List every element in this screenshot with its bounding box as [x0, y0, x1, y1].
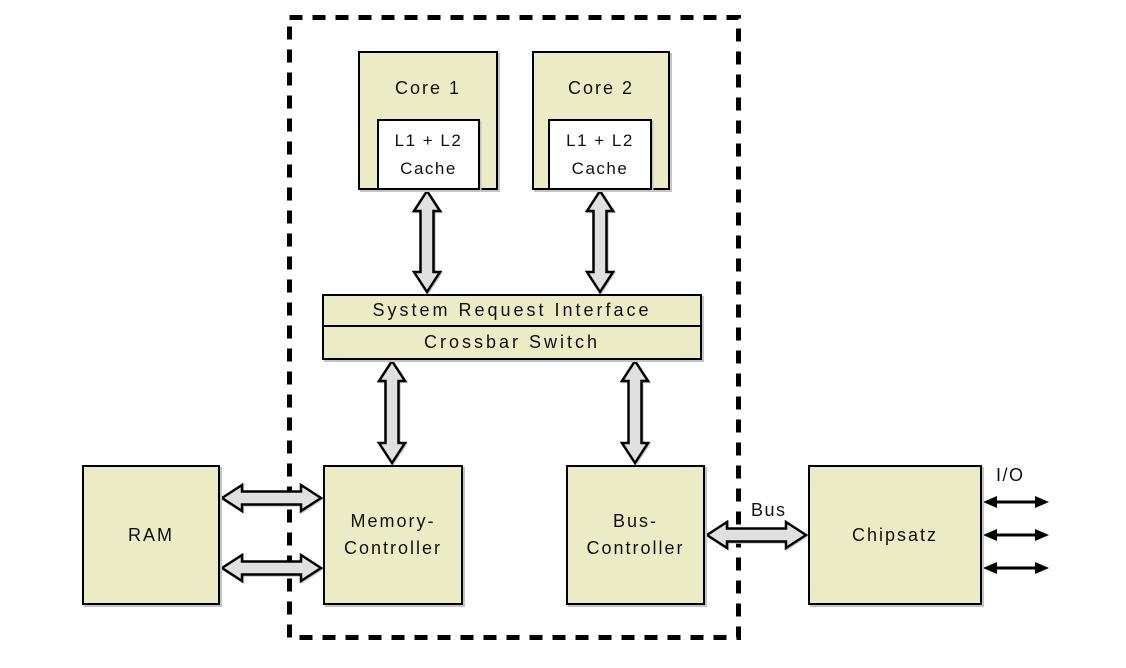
io-arrow-1 — [983, 496, 1049, 508]
ram-label: RAM — [128, 524, 174, 545]
core2-cache-line2: Cache — [571, 158, 629, 178]
crossbar-switch-label: Crossbar Switch — [423, 331, 601, 352]
arrow-ram-memory-upper — [219, 482, 324, 514]
bus-controller-line1: Bus- — [612, 511, 658, 531]
chipset-box: Chipsatz — [808, 465, 982, 605]
bus-controller-line2: Controller — [586, 538, 685, 558]
core1-cache-line1: L1 + L2 — [394, 130, 463, 150]
core2-label: Core 2 — [567, 78, 635, 98]
system-request-interface-bar: System Request Interface — [322, 294, 702, 327]
arrow-cache1-sri — [411, 188, 443, 295]
io-label: I/O — [996, 465, 1025, 485]
memory-controller-line2: Controller — [343, 538, 443, 558]
crossbar-switch-bar: Crossbar Switch — [322, 324, 702, 360]
system-request-interface-label: System Request Interface — [372, 300, 652, 320]
ram-box: RAM — [82, 465, 220, 605]
arrow-crossbar-bus-controller — [619, 358, 651, 466]
core1-cache-line2: Cache — [400, 158, 457, 178]
io-arrow-3 — [983, 562, 1049, 574]
chipset-label: Chipsatz — [851, 524, 939, 545]
arrow-ram-memory-lower — [219, 552, 324, 584]
arrow-bus-controller-chipset — [704, 519, 809, 551]
memory-controller-line1: Memory- — [350, 511, 436, 531]
arrow-cache2-sri — [584, 188, 616, 295]
memory-controller-box: Memory- Controller — [323, 465, 463, 605]
core1-label: Core 1 — [394, 78, 462, 98]
cpu-die-dashed-boundary — [287, 15, 741, 640]
bus-label: Bus — [751, 500, 787, 520]
arrow-crossbar-memory-controller — [376, 358, 408, 466]
core1-cache-box: L1 + L2 Cache — [377, 119, 480, 190]
bus-controller-box: Bus- Controller — [566, 465, 705, 605]
core2-cache-box: L1 + L2 Cache — [548, 119, 652, 190]
core2-cache-line1: L1 + L2 — [566, 130, 634, 150]
io-arrow-2 — [983, 529, 1049, 541]
